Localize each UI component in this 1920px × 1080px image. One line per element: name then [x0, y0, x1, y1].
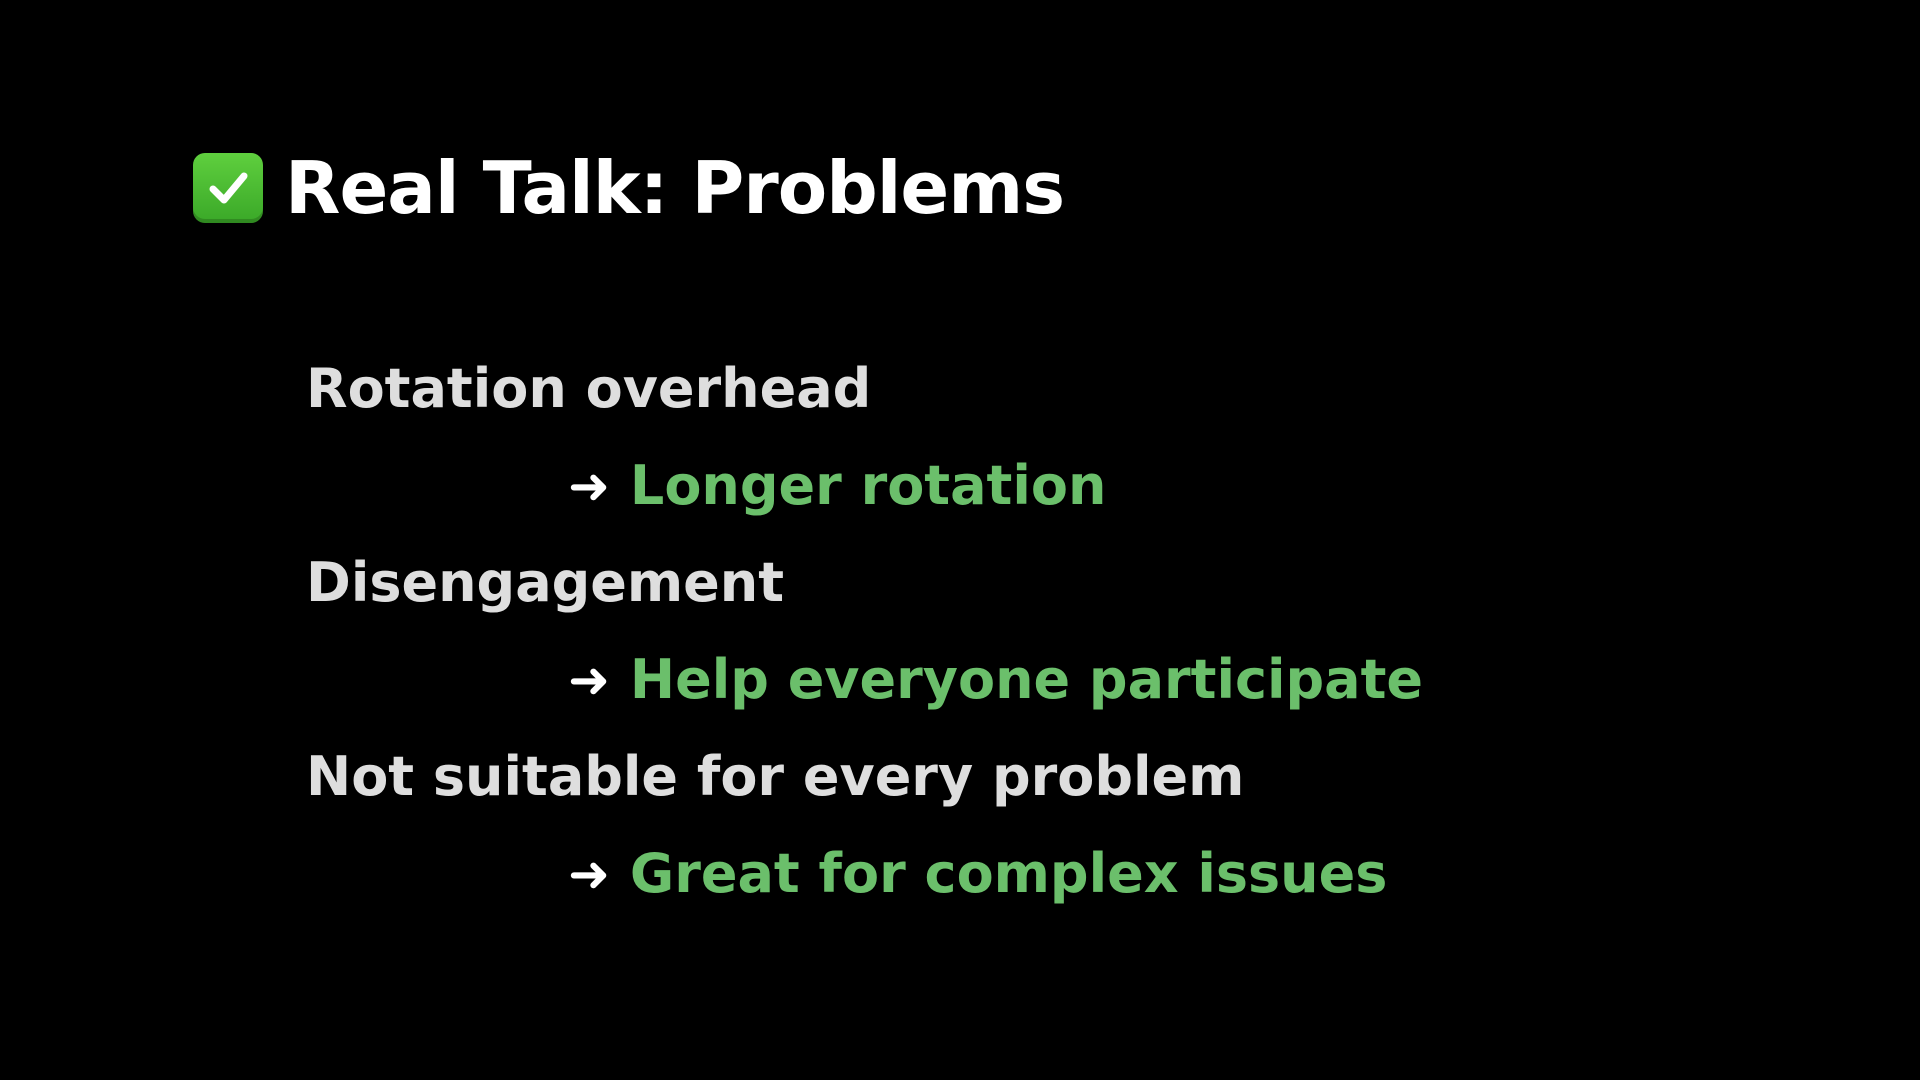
- problem-item: Disengagement: [306, 551, 785, 614]
- right-arrow-icon: ➜: [568, 650, 610, 709]
- problem-list: Rotation overhead ➜ Longer rotation Dise…: [306, 340, 1806, 922]
- problem-item: Not suitable for every problem: [306, 745, 1245, 808]
- solution-text: Great for complex issues: [629, 842, 1388, 905]
- check-mark-button-icon: [193, 153, 263, 223]
- solution-item: ➜ Longer rotation: [568, 437, 1806, 534]
- solution-item: ➜ Help everyone participate: [568, 631, 1806, 728]
- problem-item: Rotation overhead: [306, 357, 872, 420]
- right-arrow-icon: ➜: [568, 456, 610, 515]
- right-arrow-icon: ➜: [568, 844, 610, 903]
- solution-text: Longer rotation: [629, 454, 1107, 517]
- title-row: Real Talk: Problems: [193, 138, 1065, 238]
- solution-item: ➜ Great for complex issues: [568, 825, 1806, 922]
- solution-text: Help everyone participate: [629, 648, 1424, 711]
- slide-title: Real Talk: Problems: [285, 146, 1065, 230]
